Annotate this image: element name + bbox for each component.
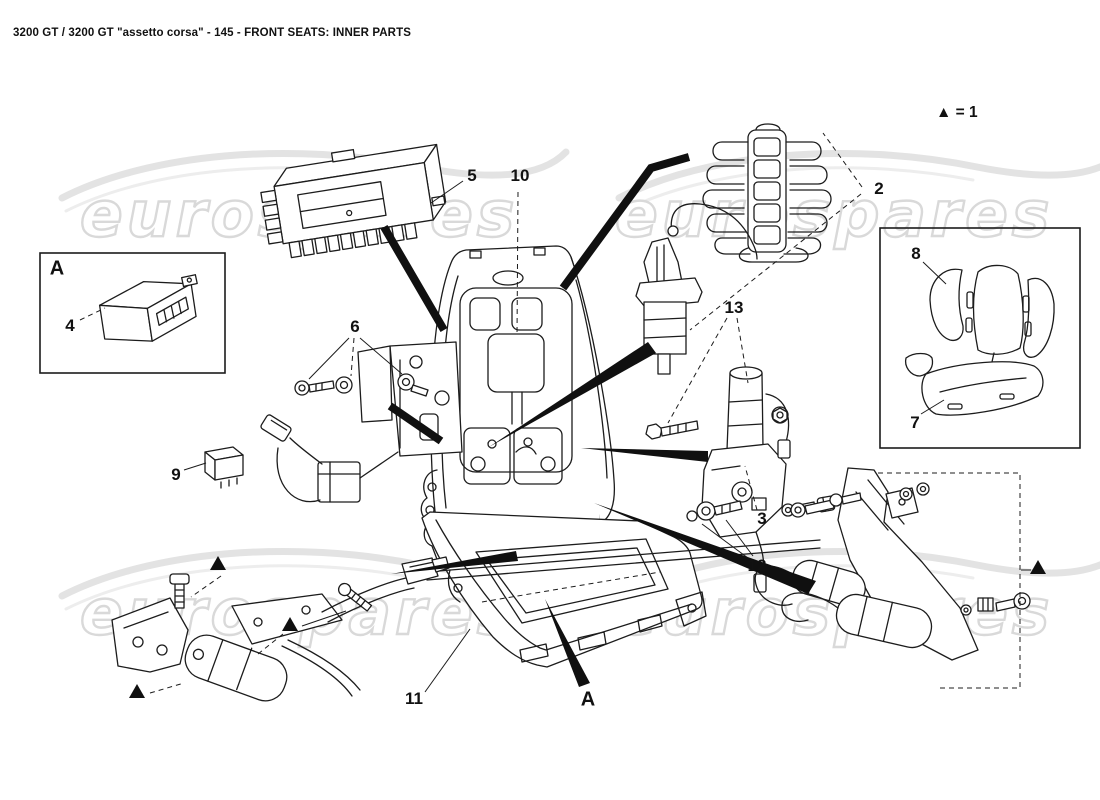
watermark-swoosh-echo [64,564,418,611]
callout-part-2: 2 [874,179,884,198]
callout-part-10: 10 [510,166,530,185]
watermark-swoosh [615,547,1100,600]
control-module-part4-drawing [98,274,198,342]
watermark-swoosh [615,149,1100,202]
relay-part9-drawing [204,446,244,489]
callout-part-6: 6 [350,317,360,336]
lumbar-pump-drawing [635,203,758,375]
backrest-frame-drawing [420,245,616,563]
mounting-bracket-part6-drawing [260,341,463,503]
callout-part-7: 7 [910,413,920,432]
callout-part-8: 8 [911,244,921,263]
triangle-marker [129,684,145,698]
recliner-motor-cable-assembly-drawing [111,539,821,702]
ecu-module-part5-drawing [260,143,447,259]
triangle-markers [129,556,1046,698]
inset-box-label-a: A [49,257,65,280]
seat-rail-assembly-drawing [754,467,1031,661]
callout-part-5: 5 [467,166,477,185]
triangle-marker [1030,560,1046,574]
cushion-pad-part7-drawing [904,352,1044,416]
legend-triangle-equals-1: ▲ = 1 [936,104,978,121]
callout-part-3: 3 [757,509,767,528]
thick-leader-arrows [380,153,816,687]
reference-bracket-dashed [878,472,1021,689]
leader-lines-solid [183,180,1031,693]
watermark-text: eurospares [614,177,1054,252]
inset-box-outline [39,252,226,374]
triangle-marker [282,617,298,631]
seat-location-label-a: A [580,688,596,711]
seat-heater-pad-part2-drawing [702,123,832,263]
callout-part-4: 4 [65,316,75,335]
backrest-pad-part8-drawing [929,264,1055,392]
triangle-marker [210,556,226,570]
page-title: 3200 GT / 3200 GT "assetto corsa" - 145 … [13,27,411,39]
callout-part-12: 12 [747,556,767,575]
callout-part-9: 9 [171,465,181,484]
cushion-frame-drawing [421,511,707,668]
leader-lines-dashed [79,132,1021,694]
callout-part-13: 13 [724,298,744,317]
pads-box-outline [879,227,1081,449]
callout-part-11: 11 [405,689,423,708]
